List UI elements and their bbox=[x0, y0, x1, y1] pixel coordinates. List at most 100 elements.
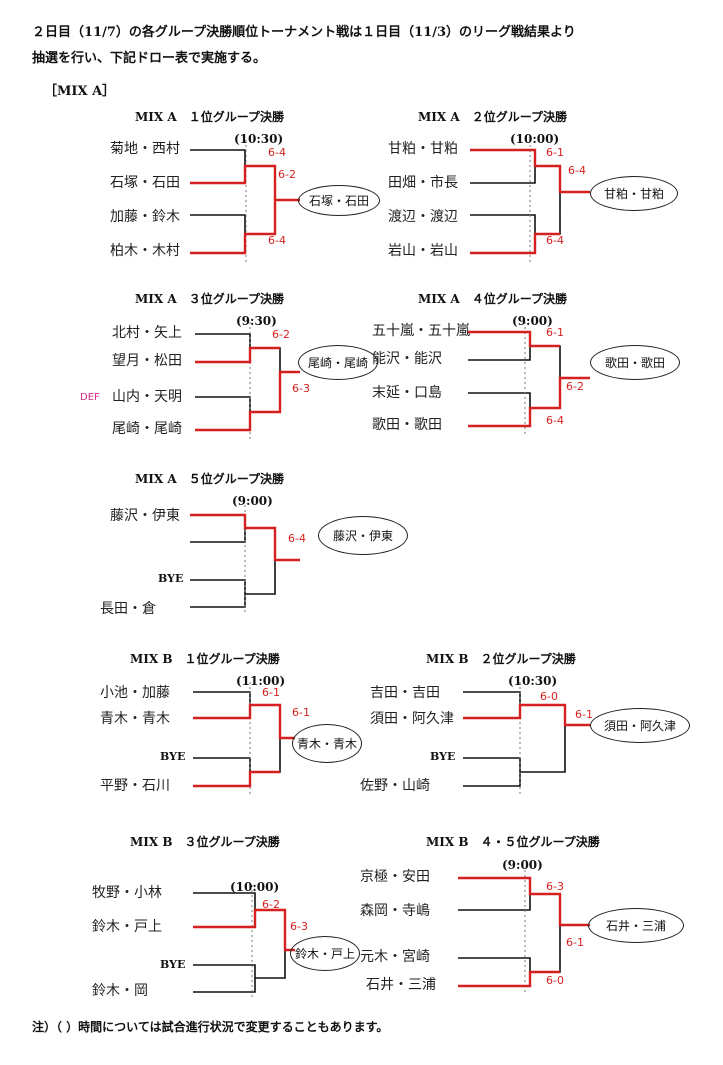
score-b2-2: 6-1 bbox=[575, 708, 593, 721]
player-pair-b3-1: 牧野・小林 bbox=[92, 885, 162, 901]
player-pair-b1-4: 平野・石川 bbox=[100, 778, 170, 794]
score-a1-1: 6-4 bbox=[268, 146, 286, 159]
winner-b3: 鈴木・戸上 bbox=[290, 936, 360, 971]
match-time-b1: (11:00) bbox=[236, 674, 286, 688]
player-pair-a4-1: 五十嵐・五十嵐 bbox=[372, 323, 470, 339]
player-pair-a1-2: 石塚・石田 bbox=[110, 175, 180, 191]
player-pair-a2-4: 岩山・岩山 bbox=[388, 243, 458, 259]
intro-line-2: 抽選を行い、下記ドロー表で実施する。 bbox=[32, 51, 267, 66]
player-pair-b2-2: 須田・阿久津 bbox=[370, 711, 454, 727]
player-pair-b4-3: 元木・宮崎 bbox=[360, 949, 430, 965]
player-pair-b4-4: 石井・三浦 bbox=[366, 977, 436, 993]
score-b1-2: 6-1 bbox=[292, 706, 310, 719]
default-mark: DEF bbox=[80, 392, 100, 403]
match-time-b4: (9:00) bbox=[502, 858, 543, 872]
winner-b2: 須田・阿久津 bbox=[590, 708, 690, 743]
winner-path bbox=[470, 232, 560, 255]
winner-path bbox=[470, 148, 590, 194]
player-pair-b1-1: 小池・加藤 bbox=[100, 685, 170, 701]
player-pair-b1-2: 青木・青木 bbox=[100, 711, 170, 727]
winner-path bbox=[195, 370, 300, 432]
player-pair-b2-4: 佐野・山崎 bbox=[360, 778, 430, 794]
bracket-title-a5: MIX A ５位グループ決勝 bbox=[135, 472, 284, 486]
score-a2-1: 6-1 bbox=[546, 146, 564, 159]
score-a1-2: 6-2 bbox=[278, 168, 296, 181]
winner-path bbox=[458, 876, 590, 927]
score-a5-1: 6-4 bbox=[288, 532, 306, 545]
player-pair-a4-2: 能沢・能沢 bbox=[372, 351, 442, 367]
winner-a3: 尾崎・尾崎 bbox=[298, 345, 378, 380]
bracket-title-b4: MIX B ４・５位グループ決勝 bbox=[426, 835, 600, 849]
bye-label-b2: BYE bbox=[430, 750, 456, 763]
match-time-a2: (10:00) bbox=[510, 132, 560, 146]
player-pair-a1-4: 柏木・木村 bbox=[110, 243, 180, 259]
player-pair-a3-1: 北村・矢上 bbox=[112, 325, 182, 341]
bye-label-b1: BYE bbox=[160, 750, 186, 763]
match-time-a5: (9:00) bbox=[232, 494, 273, 508]
player-pair-b2-1: 吉田・吉田 bbox=[370, 685, 440, 701]
score-a3-1: 6-2 bbox=[272, 328, 290, 341]
winner-path bbox=[190, 164, 277, 200]
bracket-title-b3: MIX B ３位グループ決勝 bbox=[130, 835, 280, 849]
score-a2-3: 6-4 bbox=[546, 234, 564, 247]
bracket-line bbox=[195, 333, 300, 431]
player-pair-a4-3: 末延・口島 bbox=[372, 385, 442, 401]
match-time-a4: (9:00) bbox=[512, 314, 553, 328]
winner-path bbox=[195, 346, 280, 364]
score-a4-2: 6-2 bbox=[566, 380, 584, 393]
score-a3-2: 6-3 bbox=[292, 382, 310, 395]
winner-b4: 石井・三浦 bbox=[588, 908, 684, 943]
score-a1-3: 6-4 bbox=[268, 234, 286, 247]
winner-path bbox=[468, 376, 590, 428]
player-pair-b3-4: 鈴木・岡 bbox=[92, 983, 148, 999]
winner-path bbox=[468, 330, 560, 348]
footnote: 注）（ ）時間については試合進行状況で変更することもあります。 bbox=[32, 1020, 389, 1034]
bracket-title-b2: MIX B ２位グループ決勝 bbox=[426, 652, 576, 666]
player-pair-a2-3: 渡辺・渡辺 bbox=[388, 209, 458, 225]
player-pair-a3-3: 山内・天明 bbox=[112, 389, 182, 405]
bye-label-b3: BYE bbox=[160, 958, 186, 971]
winner-path bbox=[458, 970, 560, 988]
bracket-line bbox=[458, 877, 590, 987]
winner-path bbox=[193, 703, 295, 740]
player-pair-b3-2: 鈴木・戸上 bbox=[92, 919, 162, 935]
winner-path bbox=[193, 908, 295, 952]
score-a2-2: 6-4 bbox=[568, 164, 586, 177]
bracket-title-a3: MIX A ３位グループ決勝 bbox=[135, 292, 284, 306]
score-b4-1: 6-3 bbox=[546, 880, 564, 893]
match-time-b3: (10:00) bbox=[230, 880, 280, 894]
score-a4-3: 6-4 bbox=[546, 414, 564, 427]
score-b3-2: 6-3 bbox=[290, 920, 308, 933]
score-b1-1: 6-1 bbox=[262, 686, 280, 699]
player-pair-a2-2: 田畑・市長 bbox=[388, 175, 458, 191]
score-b4-2: 6-1 bbox=[566, 936, 584, 949]
winner-a2: 甘粕・甘粕 bbox=[590, 176, 678, 211]
player-pair-a4-4: 歌田・歌田 bbox=[372, 417, 442, 433]
player-pair-b4-2: 森岡・寺嶋 bbox=[360, 903, 430, 919]
player-pair-a2-1: 甘粕・甘粕 bbox=[388, 141, 458, 157]
winner-path bbox=[190, 198, 300, 255]
winner-a5: 藤沢・伊東 bbox=[318, 516, 408, 555]
player-pair-a5-3: 長田・倉 bbox=[100, 601, 156, 617]
player-pair-a1-1: 菊地・西村 bbox=[110, 141, 180, 157]
section-label: ［MIX A］ bbox=[44, 84, 116, 99]
match-time-a3: (9:30) bbox=[236, 314, 277, 328]
winner-path bbox=[190, 513, 300, 562]
bye-label-a5: BYE bbox=[158, 572, 184, 585]
bracket-title-b1: MIX B １位グループ決勝 bbox=[130, 652, 280, 666]
intro-line-1: ２日目（11/7）の各グループ決勝順位トーナメント戦は１日目（11/3）のリーグ… bbox=[32, 25, 576, 40]
match-time-b2: (10:30) bbox=[508, 674, 558, 688]
winner-a4: 歌田・歌田 bbox=[590, 345, 680, 380]
score-b4-3: 6-0 bbox=[546, 974, 564, 987]
score-a4-1: 6-1 bbox=[546, 326, 564, 339]
bracket-title-a1: MIX A １位グループ決勝 bbox=[135, 110, 284, 124]
player-pair-a3-2: 望月・松田 bbox=[112, 353, 182, 369]
winner-path bbox=[193, 770, 280, 788]
player-pair-b4-1: 京極・安田 bbox=[360, 869, 430, 885]
intro-text: ２日目（11/7）の各グループ決勝順位トーナメント戦は１日目（11/3）のリーグ… bbox=[32, 20, 702, 72]
winner-a1: 石塚・石田 bbox=[298, 185, 380, 216]
winner-b1: 青木・青木 bbox=[292, 724, 362, 763]
match-time-a1: (10:30) bbox=[234, 132, 284, 146]
bracket-title-a4: MIX A ４位グループ決勝 bbox=[418, 292, 567, 306]
